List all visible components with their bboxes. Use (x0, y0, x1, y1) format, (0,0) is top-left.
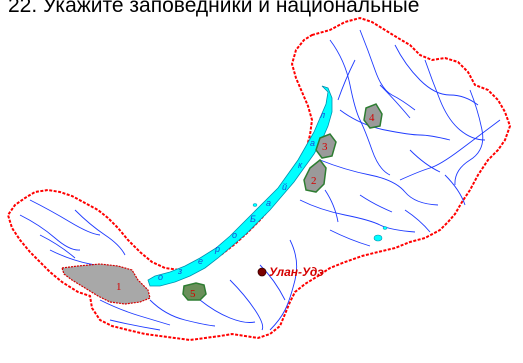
lake-letter: з (177, 266, 182, 276)
reserve-number: 3 (322, 141, 328, 153)
lake-letter: Б (250, 214, 256, 224)
river-network (19, 29, 501, 331)
reserve-number: 1 (116, 281, 122, 293)
city-label: Улан-Удэ (269, 265, 324, 279)
small-lake (252, 203, 258, 207)
region-boundary (6, 16, 512, 342)
reserve-1: 1 (61, 263, 151, 305)
city-ulan-ude: Улан-Удэ (257, 265, 324, 279)
small-lake (373, 234, 383, 242)
city-dot (257, 267, 267, 277)
lake-letter: а (266, 198, 271, 208)
lake-letter: о (158, 272, 163, 282)
small-lake (382, 226, 388, 230)
reserve-4: 4 (363, 103, 383, 129)
reserve-2: 2 (303, 158, 327, 193)
lake-letter: к (298, 160, 303, 170)
lake-letter: р (214, 244, 220, 254)
lake-letter: й (282, 182, 287, 192)
lake-letter: о (232, 230, 237, 240)
reserve-number: 5 (190, 288, 196, 300)
lake-baikal (147, 85, 333, 287)
lake-letter: а (310, 138, 315, 148)
lake-letter: е (198, 256, 203, 266)
reserve-5: 5 (182, 282, 207, 301)
reserve-3: 3 (315, 133, 337, 159)
question-text: 22. Укажите заповедники и национальные (8, 0, 420, 17)
reserve-number: 2 (311, 175, 317, 187)
lake-letter: л (319, 110, 325, 120)
reserve-number: 4 (369, 112, 375, 124)
lake-name-letters: о з е р о Б а й к а л (158, 110, 325, 282)
